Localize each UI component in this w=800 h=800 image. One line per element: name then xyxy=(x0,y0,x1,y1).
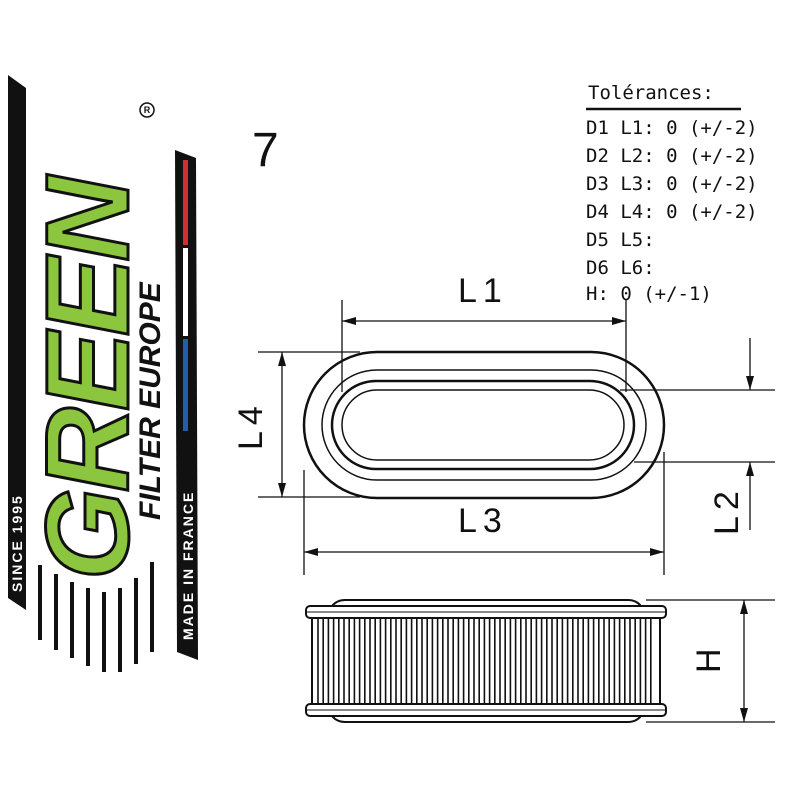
inner-oval-edge xyxy=(341,389,625,461)
logo-speed-lines xyxy=(38,562,154,672)
tolerance-title: Tolérances: xyxy=(588,82,714,104)
outer-oval xyxy=(302,350,666,500)
filter-top-view xyxy=(302,350,666,500)
flag-white xyxy=(183,248,188,336)
figure-number: 7 xyxy=(252,124,279,177)
pleats xyxy=(317,619,652,703)
h-dimension xyxy=(646,599,775,723)
logo-since-text: SINCE 1995 xyxy=(9,494,25,592)
dim-label-l4: L4 xyxy=(232,400,270,450)
tolerance-row: D3 L3: 0 (+/-2) xyxy=(586,173,758,195)
logo-registered-letter: R xyxy=(144,105,151,115)
dimension-lines xyxy=(258,300,775,575)
flag-blue xyxy=(183,339,188,431)
dim-label-h: H xyxy=(690,648,728,673)
green-filter-logo: SINCE 1995 GREEN R FILTER EUROPE MADE IN… xyxy=(8,75,198,672)
tolerance-row: D5 L5: xyxy=(586,229,655,251)
tolerance-row: H: 0 (+/-1) xyxy=(586,283,712,305)
bottom-rim xyxy=(329,715,644,723)
dim-label-l2: L2 xyxy=(708,485,746,535)
dim-label-l3: L3 xyxy=(458,502,508,540)
tolerance-row: D4 L4: 0 (+/-2) xyxy=(586,201,758,223)
logo-registered-mark xyxy=(139,102,155,118)
logo-band xyxy=(8,75,26,610)
top-rim xyxy=(329,599,644,607)
flag-red xyxy=(183,160,188,245)
logo-subtitle: FILTER EUROPE xyxy=(134,281,167,520)
filter-side-view xyxy=(305,599,667,723)
logo-wordmark: GREEN xyxy=(22,174,154,580)
outer-oval-inner-edge xyxy=(321,369,647,481)
tolerance-row: D1 L1: 0 (+/-2) xyxy=(586,117,758,139)
logo-origin-text: MADE IN FRANCE xyxy=(180,491,196,640)
dim-label-l1: L1 xyxy=(458,272,508,310)
tolerance-table: Tolérances: D1 L1: 0 (+/-2) D2 L2: 0 (+/… xyxy=(586,82,758,305)
tolerance-row: D2 L2: 0 (+/-2) xyxy=(586,145,758,167)
tolerance-row: D6 L6: xyxy=(586,257,655,279)
inner-oval xyxy=(330,379,636,471)
